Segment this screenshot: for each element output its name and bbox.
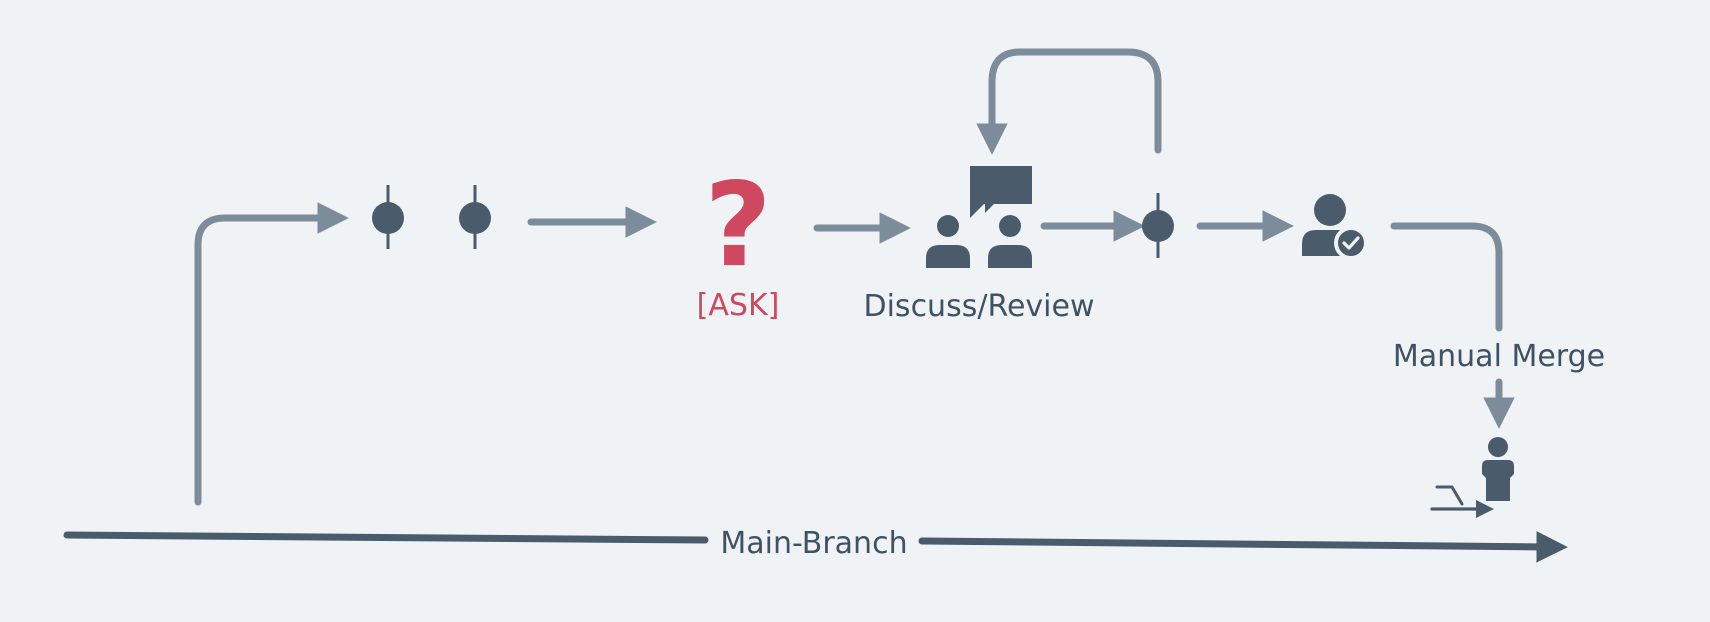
people-discussion-icon (926, 166, 1032, 268)
branch-off-arrow (194, 202, 349, 506)
merge-arrow-icon (1430, 485, 1494, 518)
main-branch: Main-Branch (63, 526, 1568, 563)
user-approved-icon (1302, 194, 1368, 260)
main-branch-line-left (63, 531, 709, 544)
main-branch-line-right (918, 531, 1568, 563)
commit-node-icon (1142, 193, 1174, 258)
person-icon (1482, 437, 1514, 501)
discuss-review-label: Discuss/Review (864, 289, 1095, 324)
arrow-to-manual-merge (1390, 222, 1503, 332)
question-mark-icon: ? (704, 158, 771, 293)
ask-label: [ASK] (697, 288, 780, 323)
commit-node-icon (372, 185, 404, 249)
feedback-loop-arrow (976, 48, 1162, 155)
manual-merge-label: Manual Merge (1393, 339, 1605, 374)
main-branch-label: Main-Branch (720, 526, 907, 561)
commit-node-icon (459, 185, 491, 249)
